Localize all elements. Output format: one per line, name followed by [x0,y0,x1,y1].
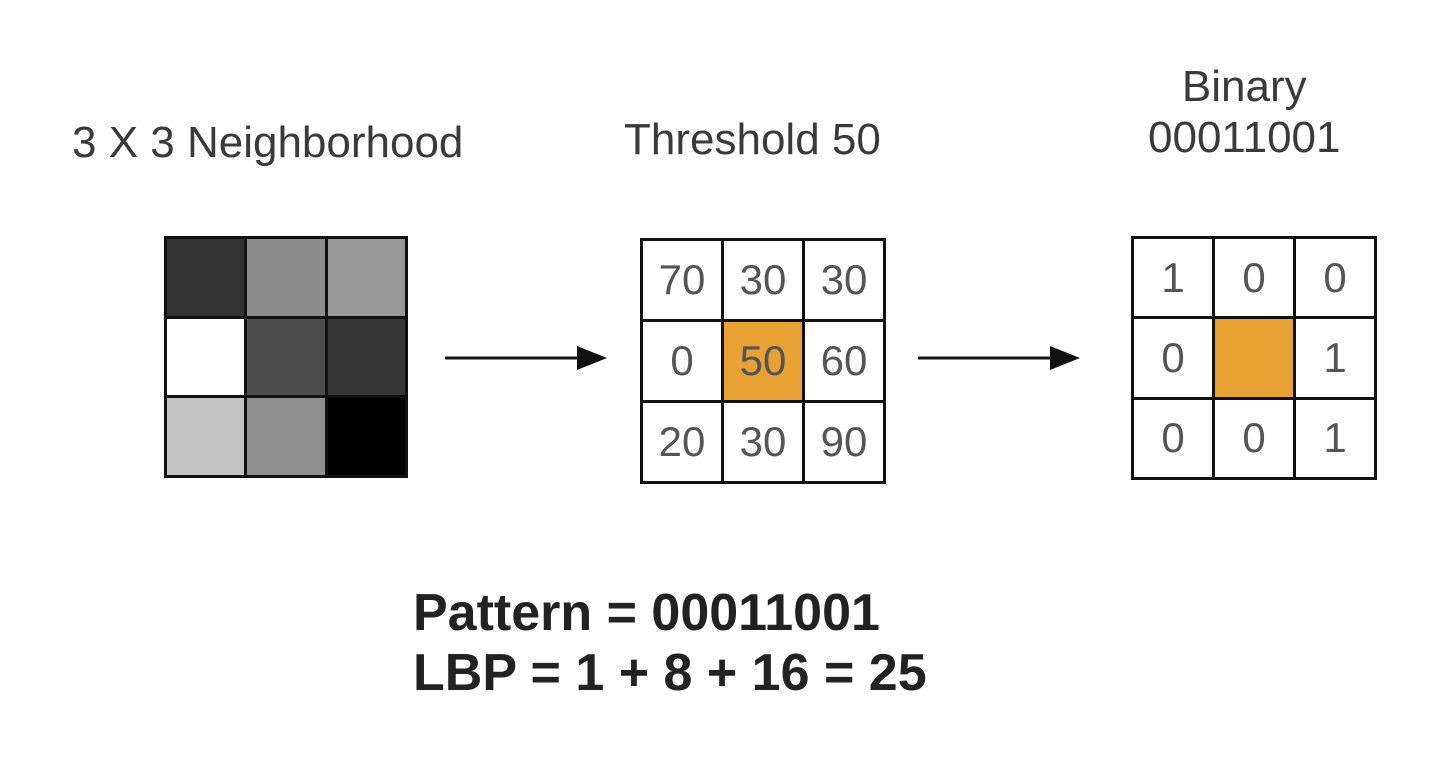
neighborhood-grid [164,236,408,478]
binary-heading: Binary 00011001 [1148,62,1341,163]
neighborhood-cell [167,239,245,316]
binary-cell: 1 [1134,239,1212,317]
binary-cell: 0 [1134,319,1212,397]
binary-cell: 0 [1134,399,1212,477]
binary-cell: 1 [1296,399,1374,477]
lbp-formula: LBP = 1 + 8 + 16 = 25 [413,644,927,702]
neighborhood-cell [167,398,245,475]
neighborhood-heading: 3 X 3 Neighborhood [72,118,464,167]
threshold-cell: 30 [805,241,883,319]
neighborhood-cell [327,398,405,475]
arrow-right-icon [918,346,1080,370]
neighborhood-cell [167,318,245,396]
threshold-cell: 90 [805,403,883,481]
neighborhood-cell [247,318,325,396]
threshold-cell: 0 [643,322,721,400]
neighborhood-cell [327,239,405,316]
threshold-cell: 30 [724,241,802,319]
threshold-cell: 20 [643,403,721,481]
threshold-heading: Threshold 50 [624,115,881,164]
pattern-formula: Pattern = 00011001 [413,584,880,642]
threshold-cell: 30 [724,403,802,481]
threshold-cell: 70 [643,241,721,319]
binary-title: Binary [1181,62,1307,111]
neighborhood-cell [247,398,325,475]
binary-cell: 0 [1296,239,1374,317]
binary-cell: 0 [1215,399,1293,477]
binary-cell: 0 [1215,239,1293,317]
threshold-center-cell: 50 [724,322,802,400]
binary-cell: 1 [1296,319,1374,397]
threshold-cell: 60 [805,322,883,400]
binary-value: 00011001 [1148,112,1341,162]
neighborhood-cell [327,318,405,396]
arrow-right-icon [445,346,607,370]
binary-center-cell [1215,319,1293,397]
neighborhood-cell [247,239,325,316]
